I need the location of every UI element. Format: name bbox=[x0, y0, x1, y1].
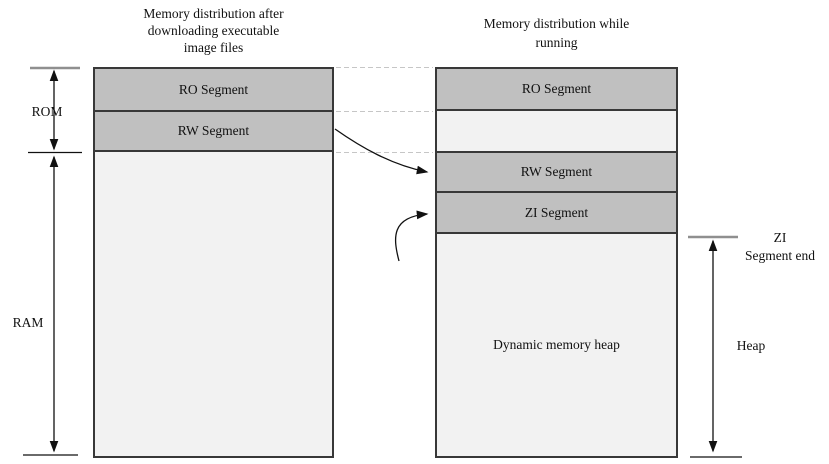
right-rw-segment-label: RW Segment bbox=[520, 164, 593, 179]
right-dynamic-heap-segment: Dynamic memory heap bbox=[437, 234, 676, 456]
right-memory-box: RO Segment RW Segment ZI Segment Dynamic… bbox=[435, 67, 678, 458]
rw-copy-curved-arrow bbox=[334, 128, 429, 175]
heap-label: Heap bbox=[736, 338, 766, 353]
right-rw-segment: RW Segment bbox=[437, 153, 676, 193]
zi-segment-end-label: ZI Segment end bbox=[744, 230, 816, 263]
right-zi-segment-label: ZI Segment bbox=[524, 204, 589, 220]
zi-init-curved-arrow bbox=[394, 210, 429, 262]
left-column-title: Memory distribution after downloading ex… bbox=[143, 6, 284, 55]
left-rw-segment: RW Segment bbox=[95, 112, 332, 152]
left-ro-segment-label: RO Segment bbox=[178, 81, 249, 97]
left-ro-segment: RO Segment bbox=[95, 69, 332, 112]
left-memory-box: RO Segment RW Segment bbox=[93, 67, 334, 458]
right-dynamic-heap-label: Dynamic memory heap bbox=[493, 337, 620, 352]
right-gap-area bbox=[437, 111, 676, 153]
right-ro-segment: RO Segment bbox=[437, 69, 676, 111]
left-rw-segment-label: RW Segment bbox=[177, 123, 250, 138]
rom-label: ROM bbox=[31, 104, 63, 119]
left-empty-ram-area bbox=[95, 152, 332, 456]
ram-label: RAM bbox=[12, 315, 44, 330]
right-ro-segment-label: RO Segment bbox=[521, 81, 592, 96]
right-zi-segment: ZI Segment bbox=[437, 193, 676, 234]
right-column-title: Memory distribution while running bbox=[483, 16, 630, 50]
